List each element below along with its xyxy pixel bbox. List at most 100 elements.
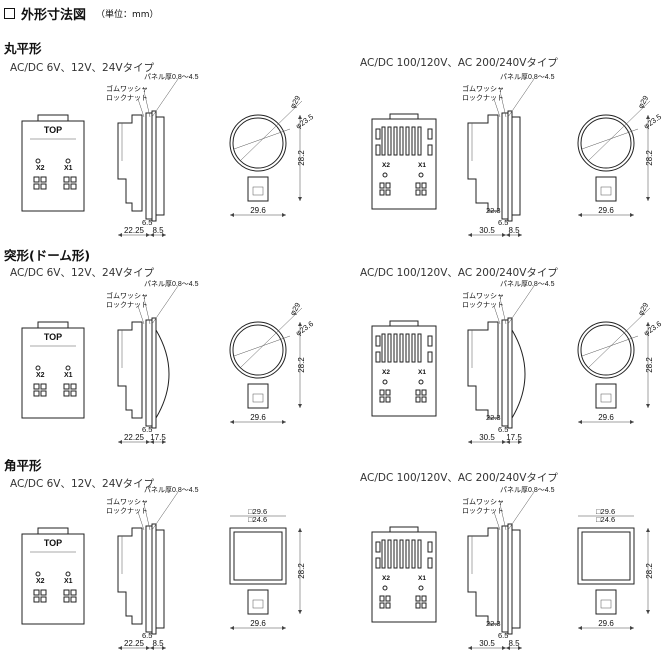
page-title: 外形寸法図 bbox=[21, 8, 87, 23]
dim-inner: φ23.5 bbox=[642, 112, 663, 131]
dim-front-depth: 8.5 bbox=[150, 226, 166, 237]
front-terminal-box bbox=[247, 383, 269, 409]
dim-gap: 6.5 bbox=[142, 218, 152, 227]
panel bbox=[501, 112, 509, 220]
dim-inner: □24.6 bbox=[596, 515, 615, 524]
caption-left-square: AC/DC 6V、12V、24Vタイプ bbox=[10, 478, 155, 490]
svg-text:28.2: 28.2 bbox=[645, 150, 654, 166]
dim-outer: □29.6 bbox=[596, 507, 615, 516]
dim-front-depth: 8.5 bbox=[506, 639, 522, 650]
flat-lens bbox=[155, 116, 165, 216]
dim-front-depth: 8.5 bbox=[150, 639, 166, 650]
top-label: TOP bbox=[44, 332, 62, 342]
dim-height: 22.3 bbox=[486, 619, 501, 628]
lock-nut-label: ロックナット bbox=[462, 94, 504, 102]
front-square-inner bbox=[581, 531, 631, 581]
side-body bbox=[117, 321, 143, 419]
dim-outer: φ29 bbox=[636, 94, 650, 110]
svg-text:30.5: 30.5 bbox=[479, 226, 495, 235]
dome-lens bbox=[155, 329, 170, 419]
front-circle-outer bbox=[577, 114, 635, 172]
rear-body bbox=[371, 325, 437, 417]
section-title-square-flat: 角平形 bbox=[4, 458, 42, 473]
panel-thickness-label: パネル厚0.8～4.5 bbox=[500, 280, 555, 288]
svg-text:22.25: 22.25 bbox=[124, 433, 145, 442]
front-square-outer bbox=[229, 527, 287, 585]
dim-front-depth: 8.5 bbox=[506, 226, 522, 237]
terminal-x1-label: X1 bbox=[418, 162, 426, 169]
dim-body-depth: 22.25 bbox=[118, 226, 150, 237]
svg-text:8.5: 8.5 bbox=[152, 639, 164, 648]
dim-body-depth: 22.25 bbox=[118, 433, 150, 444]
panel-thickness-label: パネル厚0.8～4.5 bbox=[500, 73, 555, 81]
lock-nut-label: ロックナット bbox=[106, 94, 148, 102]
flat-lens bbox=[511, 529, 521, 629]
terminal-x1-label: X1 bbox=[64, 578, 73, 585]
caption-right-round: AC/DC 100/120V、AC 200/240Vタイプ bbox=[360, 57, 558, 69]
terminal-x2-label: X2 bbox=[382, 369, 390, 376]
bezel bbox=[151, 110, 157, 222]
rubber-washer-label: ゴムワッシャ bbox=[106, 84, 148, 93]
front-circle-outer bbox=[577, 321, 635, 379]
flat-lens bbox=[155, 529, 165, 629]
bezel bbox=[151, 523, 157, 635]
front-terminal-box bbox=[247, 176, 269, 202]
front-square-outer bbox=[577, 527, 635, 585]
front-terminal-box bbox=[595, 176, 617, 202]
terminal-x1-label: X1 bbox=[418, 369, 426, 376]
rubber-washer-label: ゴムワッシャ bbox=[462, 84, 504, 93]
rear-body bbox=[371, 118, 437, 210]
dim-front-depth: 17.5 bbox=[506, 433, 522, 444]
dim-gap: 6.5 bbox=[142, 425, 152, 434]
side-body bbox=[117, 527, 143, 625]
svg-text:22.25: 22.25 bbox=[124, 226, 145, 235]
svg-text:28.2: 28.2 bbox=[297, 563, 306, 579]
dim-gap: 6.5 bbox=[142, 631, 152, 640]
dim-height: 22.3 bbox=[486, 413, 501, 422]
terminal-x1-label: X1 bbox=[64, 165, 73, 172]
panel-thickness-label: パネル厚0.8～4.5 bbox=[144, 486, 199, 494]
front-terminal-box bbox=[595, 383, 617, 409]
dim-inner: φ23.5 bbox=[294, 112, 315, 131]
unit-note: （単位：mm） bbox=[96, 10, 159, 20]
dim-body-depth: 30.5 bbox=[468, 433, 506, 444]
svg-text:22.25: 22.25 bbox=[124, 639, 145, 648]
bezel bbox=[151, 317, 157, 429]
side-body bbox=[117, 114, 143, 212]
svg-text:17.5: 17.5 bbox=[150, 433, 166, 442]
panel-thickness-label: パネル厚0.8～4.5 bbox=[144, 280, 199, 288]
front-circle-inner bbox=[232, 324, 284, 376]
panel bbox=[501, 319, 509, 427]
dim-outer: φ29 bbox=[636, 301, 650, 317]
svg-text:8.5: 8.5 bbox=[508, 639, 520, 648]
dim-outer: □29.6 bbox=[248, 507, 267, 516]
dim-front-width: 29.6 bbox=[230, 413, 286, 424]
terminal-x1-label: X1 bbox=[418, 575, 426, 582]
dim-inner: φ23.6 bbox=[642, 319, 663, 338]
svg-text:29.6: 29.6 bbox=[598, 206, 614, 215]
front-terminal-box bbox=[595, 589, 617, 615]
dome-lens bbox=[511, 329, 526, 419]
dim-front-height: 28.2 bbox=[297, 322, 306, 408]
dim-gap: 6.5 bbox=[498, 218, 508, 227]
svg-text:28.2: 28.2 bbox=[297, 150, 306, 166]
svg-text:28.2: 28.2 bbox=[297, 357, 306, 373]
top-label: TOP bbox=[44, 538, 62, 548]
caption-left-dome: AC/DC 6V、12V、24Vタイプ bbox=[10, 267, 155, 279]
section-title-dome: 突形(ドーム形) bbox=[4, 248, 91, 263]
top-label: TOP bbox=[44, 125, 62, 135]
terminal-x2-label: X2 bbox=[382, 575, 390, 582]
bezel bbox=[507, 317, 513, 429]
panel bbox=[145, 319, 153, 427]
dim-front-height: 28.2 bbox=[645, 322, 654, 408]
svg-text:28.2: 28.2 bbox=[645, 357, 654, 373]
dim-front-height: 28.2 bbox=[645, 115, 654, 201]
front-square-inner bbox=[233, 531, 283, 581]
side-body bbox=[467, 114, 499, 212]
rubber-washer-label: ゴムワッシャ bbox=[462, 291, 504, 300]
panel-thickness-label: パネル厚0.8～4.5 bbox=[144, 73, 199, 81]
flat-lens bbox=[511, 116, 521, 216]
svg-text:8.5: 8.5 bbox=[152, 226, 164, 235]
